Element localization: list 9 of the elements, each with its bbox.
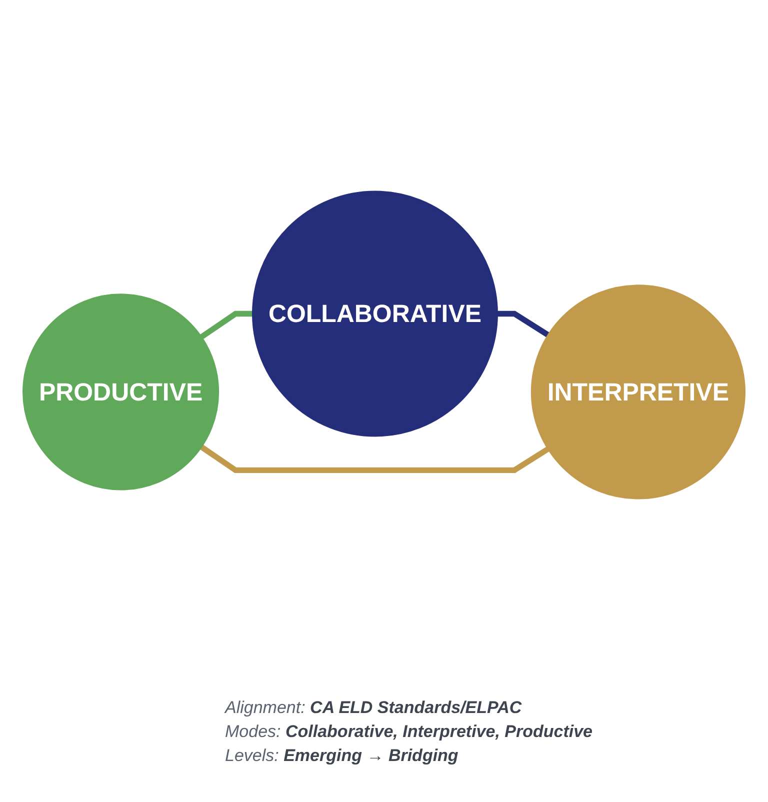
connector [497,310,550,338]
note-text: Alignment: CA ELD Standards/ELPAC [225,697,522,719]
connector [200,444,550,474]
note-text: Levels: Emerging → Bridging [225,745,458,767]
connector [200,310,253,340]
node-circle: PRODUCTIVE [22,294,220,490]
note-text: Modes: Collaborative, Interpretive, Productive [225,721,593,743]
node-circle: COLLABORATIVE [252,190,498,437]
node-circle: INTERPRETIVE [530,284,746,500]
